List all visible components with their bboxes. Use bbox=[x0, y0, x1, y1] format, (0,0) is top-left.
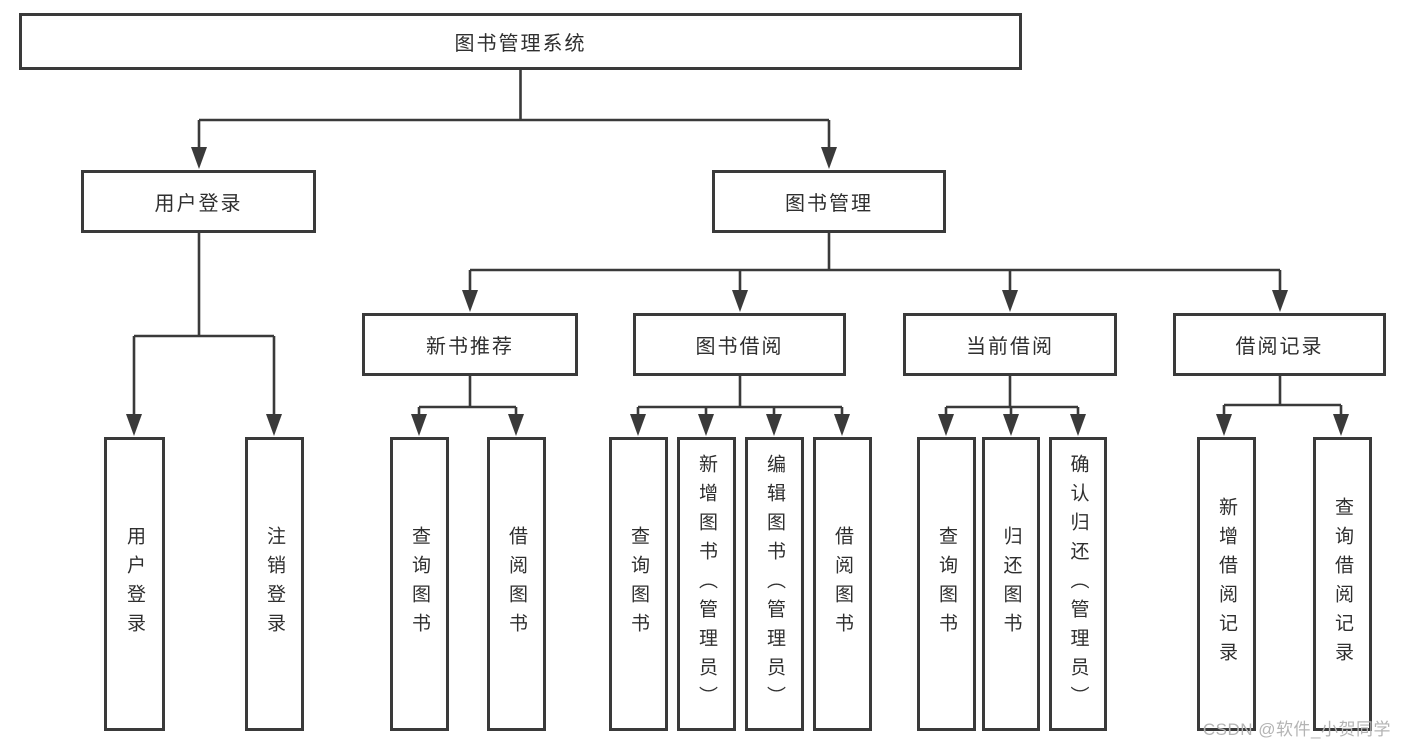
leaf-query-borrow-record: 查询借阅记录 bbox=[1313, 437, 1372, 731]
node-new-book-recommend: 新书推荐 bbox=[362, 313, 578, 376]
node-user-login: 用户登录 bbox=[81, 170, 316, 233]
leaf-return-book: 归还图书 bbox=[982, 437, 1040, 731]
leaf-borrow-books-2: 借阅图书 bbox=[813, 437, 872, 731]
leaf-query-books-recommend: 查询图书 bbox=[390, 437, 449, 731]
node-borrow-records: 借阅记录 bbox=[1173, 313, 1386, 376]
leaf-confirm-return-admin: 确认归还（管理员） bbox=[1049, 437, 1107, 731]
node-book-management-label: 图书管理 bbox=[785, 193, 873, 215]
watermark: CSDN @软件_小贺同学 bbox=[1202, 720, 1391, 739]
leaf-return-book-label: 归还图书 bbox=[1000, 526, 1022, 642]
leaf-query-books-current: 查询图书 bbox=[917, 437, 976, 731]
leaf-query-books-borrow-label: 查询图书 bbox=[628, 526, 649, 642]
node-current-borrow: 当前借阅 bbox=[903, 313, 1117, 376]
node-book-borrow: 图书借阅 bbox=[633, 313, 846, 376]
leaf-edit-book-admin-label: 编辑图书（管理员） bbox=[764, 453, 785, 715]
leaf-query-books-recommend-label: 查询图书 bbox=[409, 526, 430, 642]
leaf-query-borrow-record-label: 查询借阅记录 bbox=[1332, 497, 1353, 671]
node-book-management: 图书管理 bbox=[712, 170, 946, 233]
node-root-label: 图书管理系统 bbox=[454, 33, 587, 55]
node-book-borrow-label: 图书借阅 bbox=[695, 336, 784, 358]
leaf-logout-label: 注销登录 bbox=[264, 526, 285, 642]
node-new-book-recommend-label: 新书推荐 bbox=[426, 336, 514, 358]
leaf-borrow-books-recommend-label: 借阅图书 bbox=[506, 526, 527, 642]
leaf-edit-book-admin: 编辑图书（管理员） bbox=[745, 437, 804, 731]
leaf-logout: 注销登录 bbox=[245, 437, 304, 731]
leaf-confirm-return-admin-label: 确认归还（管理员） bbox=[1067, 453, 1089, 715]
leaf-borrow-books-recommend: 借阅图书 bbox=[487, 437, 546, 731]
node-root: 图书管理系统 bbox=[19, 13, 1022, 70]
leaf-add-borrow-record-label: 新增借阅记录 bbox=[1216, 497, 1237, 671]
leaf-query-books-borrow: 查询图书 bbox=[609, 437, 668, 731]
leaf-add-borrow-record: 新增借阅记录 bbox=[1197, 437, 1256, 731]
node-user-login-label: 用户登录 bbox=[154, 193, 243, 215]
leaf-borrow-books-2-label: 借阅图书 bbox=[832, 526, 853, 642]
leaf-user-login-label: 用户登录 bbox=[124, 526, 145, 642]
leaf-user-login: 用户登录 bbox=[104, 437, 165, 731]
node-borrow-records-label: 借阅记录 bbox=[1235, 336, 1324, 358]
leaf-query-books-current-label: 查询图书 bbox=[936, 526, 957, 642]
leaf-add-book-admin-label: 新增图书（管理员） bbox=[696, 453, 717, 715]
node-current-borrow-label: 当前借阅 bbox=[966, 336, 1054, 358]
leaf-add-book-admin: 新增图书（管理员） bbox=[677, 437, 736, 731]
